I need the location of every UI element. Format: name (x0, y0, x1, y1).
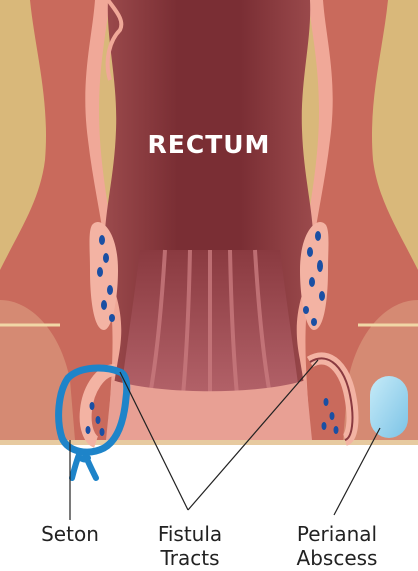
rectum-label: RECTUM (0, 130, 418, 159)
abscess-label-line1: Perianal (282, 522, 392, 546)
seton-knot (72, 452, 96, 478)
perianal-abscess (370, 376, 408, 438)
abscess-label-line2: Abscess (282, 546, 392, 570)
fistula-label-line2: Tracts (140, 546, 240, 570)
perianal-abscess-label: Perianal Abscess (282, 522, 392, 570)
seton-label-text: Seton (30, 522, 110, 546)
seton-label: Seton (30, 522, 110, 546)
fistula-label-line1: Fistula (140, 522, 240, 546)
fistula-tracts-label: Fistula Tracts (140, 522, 240, 570)
